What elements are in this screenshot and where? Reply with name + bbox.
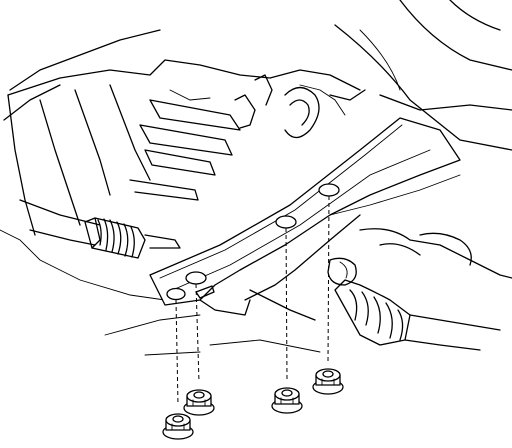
- vehicle-body-outline: [0, 0, 512, 356]
- left-cv-joint-boot: [84, 217, 181, 259]
- flange-nut-2: [183, 389, 215, 416]
- flange-nut-4: [312, 368, 344, 395]
- mount-holes: [166, 183, 340, 301]
- crossmember-bracket: [149, 117, 461, 316]
- transmission-housing: [7, 59, 366, 246]
- right-cv-joint-boot: [249, 228, 512, 351]
- flange-nut-3: [271, 387, 303, 414]
- flange-nut-1: [162, 413, 194, 440]
- guide-lines: [175, 195, 330, 406]
